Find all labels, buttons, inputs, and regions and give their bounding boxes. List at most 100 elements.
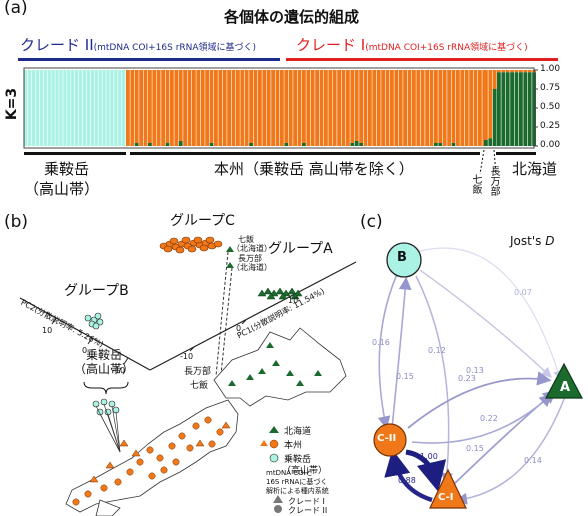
structure-bar-orange — [236, 70, 240, 146]
structure-bar-green — [514, 72, 519, 146]
structure-bar-orange — [174, 70, 179, 146]
structure-bar-orange — [130, 70, 135, 146]
map-osamanbe-label: 長万部 — [184, 367, 212, 377]
edge-label-b-c2: 0.16 — [372, 338, 390, 347]
structure-bar-orange — [148, 70, 152, 143]
norikura-brace — [83, 381, 129, 395]
tick-075: 0.75 — [540, 83, 561, 93]
structure-bar-cyan — [75, 70, 79, 146]
structure-bar-cyan — [110, 70, 114, 146]
panel-a-title: 各個体の遺伝的組成 — [224, 8, 360, 26]
structure-bar-cyan — [51, 70, 55, 146]
structure-bar-orange — [442, 70, 447, 146]
structure-bar-green — [505, 72, 510, 146]
pca-nanae-1: 七飯 — [238, 235, 254, 244]
hokkaido-sample-points — [226, 246, 234, 268]
structure-bar-orange — [262, 70, 267, 146]
edge-label-a-c1: 0.14 — [524, 456, 542, 465]
structure-bar-orange — [451, 70, 456, 143]
node-b-label: B — [397, 250, 407, 265]
legend-note-1: mtDNA COIと — [266, 469, 313, 477]
edge-a-c1 — [455, 393, 567, 505]
pca-nanae-2: （北海道） — [232, 244, 272, 253]
structure-bar-orange — [478, 70, 482, 146]
structure-bars — [24, 70, 536, 146]
structure-bar-orange — [315, 70, 319, 146]
structure-bar-cyan — [118, 70, 122, 146]
structure-bar-orange — [310, 70, 315, 146]
structure-bar-orange — [332, 70, 337, 146]
pca-osaman-1: 長万部 — [238, 254, 262, 263]
structure-bar-cyan — [43, 70, 47, 146]
edge-label-c2-a2: 0.15 — [466, 444, 484, 453]
structure-bar-orange — [178, 70, 183, 141]
structure-bar-orange — [425, 70, 429, 146]
edge-label-b-a: 0.07 — [514, 288, 532, 297]
structure-bar-orange — [438, 70, 443, 143]
structure-bar-cyan — [35, 70, 40, 146]
tick-100: 1.00 — [540, 64, 561, 74]
structure-bar-green-top — [497, 70, 501, 73]
edge-c2-a — [407, 371, 552, 429]
node-c1-label: C-I — [438, 492, 454, 503]
structure-bar-orange — [341, 70, 346, 146]
clade1-main: クレード I — [296, 36, 366, 54]
structure-bar-cyan — [24, 70, 28, 146]
structure-bar-green-top — [519, 70, 523, 73]
pc1-tick-neg10: -10 — [180, 352, 194, 361]
region-nanae: 七飯 — [470, 174, 481, 194]
edge-b-c2 — [377, 271, 399, 430]
structure-barplot — [23, 67, 538, 149]
structure-bar-orange — [328, 70, 333, 146]
honshu-bracket — [130, 152, 480, 155]
structure-bar-orange — [363, 70, 368, 146]
structure-bar-orange — [306, 70, 311, 146]
structure-bar-orange — [464, 70, 469, 146]
structure-bar-orange — [302, 70, 306, 143]
structure-bar-orange — [183, 70, 187, 146]
tick-025: 0.25 — [540, 121, 561, 131]
group-c-points — [159, 236, 223, 254]
structure-bar-green — [527, 72, 532, 146]
structure-bar-orange — [390, 70, 394, 146]
pca-plot — [19, 236, 357, 516]
edge-label-b-a2: 0.13 — [466, 366, 484, 375]
structure-bar-orange — [192, 70, 196, 146]
structure-bar-cyan — [102, 70, 106, 146]
jost-d-italic: D — [545, 234, 555, 248]
region-hokkaido: 北海道 — [512, 160, 558, 178]
edge-c1-c2 — [384, 449, 433, 503]
structure-bar-orange — [456, 70, 460, 146]
node-a-label: A — [560, 380, 571, 395]
structure-bar-orange — [139, 70, 143, 146]
structure-bar-green-tail — [350, 143, 355, 146]
norikura-leader-lines — [95, 403, 121, 453]
structure-bar-orange — [473, 70, 478, 146]
legend-note-3: 解析による種内系統 — [266, 487, 329, 495]
sample-connectors — [215, 251, 233, 385]
clade2-heading: クレード II(mtDNA COI+16S rRNA領域に基づく) — [20, 34, 256, 55]
structure-bar-cyan — [55, 70, 59, 146]
structure-bar-green-tail — [148, 143, 152, 146]
structure-bar-orange — [319, 70, 324, 146]
network-edges — [377, 247, 567, 505]
structure-bar-cyan — [31, 70, 36, 146]
structure-bar-cyan — [67, 70, 71, 146]
map-norikura-1: 乗鞍岳 — [86, 348, 123, 362]
jost-d-prefix: Jost's — [510, 234, 546, 248]
structure-bar-green-tail — [165, 143, 170, 146]
structure-bar-green-top — [514, 70, 519, 73]
y-axis — [534, 69, 538, 147]
clade1-heading: クレード I(mtDNA COI+16S rRNA領域に基づく) — [296, 34, 528, 55]
structure-bar-mixed — [488, 138, 493, 146]
map-nanae-label: 七飯 — [190, 381, 209, 391]
structure-bar-green-tail — [359, 143, 363, 146]
structure-bar-orange — [271, 70, 275, 146]
structure-bar-orange — [240, 70, 245, 146]
structure-bar-orange — [266, 70, 271, 146]
region-osamanbe: 長万部 — [488, 166, 499, 196]
edge-b-c1 — [415, 275, 453, 485]
clade2-underline — [18, 58, 280, 61]
pca-axes — [19, 261, 357, 371]
edge-b-a2 — [419, 269, 552, 378]
